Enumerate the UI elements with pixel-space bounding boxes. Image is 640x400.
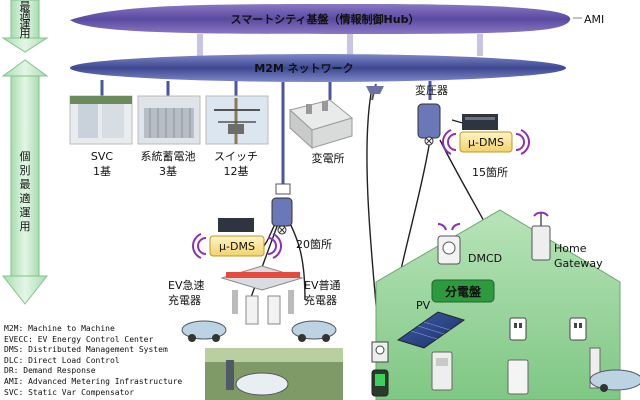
side-label-optimal-char: 用 — [20, 27, 31, 40]
legend-line: SVC: Static Var Compensator — [4, 387, 135, 397]
svc-count: 1基 — [93, 165, 111, 178]
side-label-individual-char: 運 — [20, 206, 31, 219]
dms-mid-label: μ-DMS — [219, 240, 255, 253]
ev-station-icon — [181, 265, 337, 342]
side-label-individual-char: 個 — [20, 150, 31, 163]
hub-label: スマートシティ基盤（情報制御Hub） — [231, 12, 420, 26]
dms-mid-count: 20箇所 — [296, 237, 332, 251]
ev-quick-label: EV急速 充電器 — [168, 278, 208, 307]
dmcd-device — [437, 223, 461, 265]
side-label-individual-char: 適 — [20, 191, 31, 205]
svc-label: SVC — [91, 150, 114, 163]
dms-mid-device: μ-DMS — [192, 218, 282, 259]
battery-label: 系統蓄電池 — [141, 149, 196, 163]
individual-operation-arrow — [1, 59, 49, 305]
hub-network-links — [197, 34, 483, 56]
legend-line: AMI: Advanced Metering Infrastructure — [4, 376, 183, 386]
pv-panel-icon — [396, 311, 466, 349]
side-label-optimal-char: 運 — [20, 18, 31, 31]
house: 分電盤 — [375, 209, 621, 400]
switch-photo — [205, 95, 269, 145]
network-drop-lines — [100, 80, 432, 190]
substation-label: 変電所 — [312, 151, 345, 165]
home-ev-car-icon — [589, 369, 640, 392]
legend-line: EVECC: EV Energy Control Center — [4, 334, 154, 344]
side-label-individual-char: 用 — [20, 220, 31, 233]
panel-label: 分電盤 — [445, 284, 482, 299]
ev-normal-label: EV普通 充電器 — [304, 278, 344, 307]
switch-count: 12基 — [224, 165, 249, 178]
abbreviation-legend: M2M: Machine to Machine EVECC: EV Energy… — [4, 324, 214, 398]
legend-line: DR: Demand Response — [4, 366, 96, 376]
smart-city-hub: スマートシティ基盤（情報制御Hub） — [70, 4, 571, 34]
dmcd-label: DMCD — [468, 252, 502, 265]
mid-pole-icon — [271, 183, 293, 235]
optimal-operation-arrow — [1, 0, 49, 53]
meter-icon — [371, 341, 389, 397]
pv-label: PV — [416, 299, 431, 312]
side-label-optimal-char: 適 — [20, 8, 31, 22]
pv-inverter-icon — [431, 351, 453, 391]
ami-label: AMI — [584, 13, 604, 26]
side-label-individual-char: 別 — [20, 164, 31, 177]
legend-line: M2M: Machine to Machine — [4, 324, 115, 333]
network-label: M2M ネットワーク — [254, 62, 353, 75]
dms-top-device: μ-DMS — [442, 114, 530, 155]
legend-line: DLC: Direct Load Control — [4, 355, 120, 365]
m2m-network: M2M ネットワーク — [70, 54, 566, 82]
transformer-pole-icon — [366, 83, 441, 146]
legend-line: DMS: Distributed Management System — [4, 345, 168, 355]
side-label-optimal-char: 最 — [20, 0, 31, 13]
home-gateway-label: Home Gateway — [554, 242, 603, 270]
home-gateway-device — [531, 211, 551, 261]
appliance-outlets — [507, 317, 601, 395]
ev-parking-photo — [205, 348, 343, 400]
battery-count: 3基 — [159, 165, 177, 178]
switch-label: スイッチ — [214, 150, 258, 163]
dms-top-label: μ-DMS — [468, 136, 504, 149]
battery-photo — [137, 95, 201, 145]
dms-top-count: 15箇所 — [472, 165, 508, 179]
side-label-individual-char: 最 — [20, 178, 31, 191]
svc-photo — [69, 95, 133, 145]
transformer-label: 変圧器 — [415, 83, 448, 97]
substation-photo — [288, 99, 354, 150]
